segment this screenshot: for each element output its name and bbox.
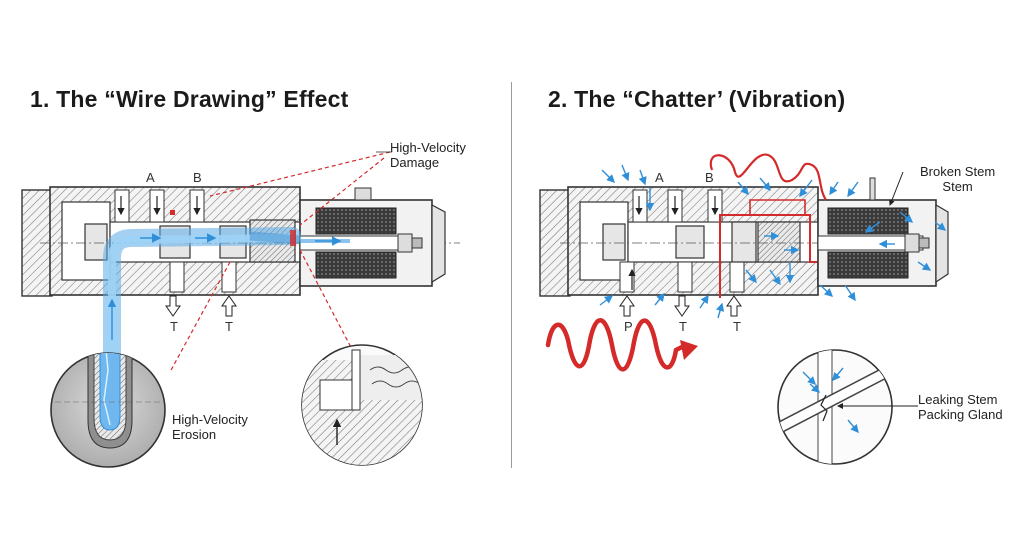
zoom-damage [301,344,423,466]
port-label-t: T [679,319,687,334]
valve-1 [21,151,460,373]
vibration-wave [545,318,689,372]
port-label-t: T [225,319,233,334]
callout-line-2: Damage [390,155,440,170]
callout-high-velocity-damage: High-Velocity Damage [390,140,466,170]
valve-2 [539,153,950,372]
zoom-erosion [50,352,166,468]
callout-broken-stem: Broken Stem Stem [920,164,995,194]
callout-line-2: Stem [942,179,973,194]
port-label-p: P [624,319,633,334]
callout-line-1: High-Velocity [172,412,248,427]
callout-high-velocity-erosion: High-Velocity Erosion [172,412,248,442]
callout-line-1: Broken Stem [920,164,996,179]
callout-line-1: High-Velocity [390,140,466,155]
panel-divider [511,82,512,468]
port-label-b: B [705,170,714,185]
callout-leaking-stem: Leaking Stem Packing Gland [918,392,1003,422]
port-label-t: T [170,319,178,334]
callout-line-1: Leaking Stem [918,392,998,407]
port-label-a: A [146,170,155,185]
port-label-b: B [193,170,202,185]
callout-line-2: Packing Gland [918,407,1003,422]
port-label-t: T [733,319,741,334]
port-label-a: A [655,170,664,185]
vibration-arrows [599,164,947,319]
callout-line-2: Erosion [172,427,217,442]
panel1-title: 1. The “Wire Drawing” Effect [30,86,349,112]
zoom-leak [777,349,918,465]
panel2-title: 2. The “Chatter’ (Vibration) [548,86,846,112]
